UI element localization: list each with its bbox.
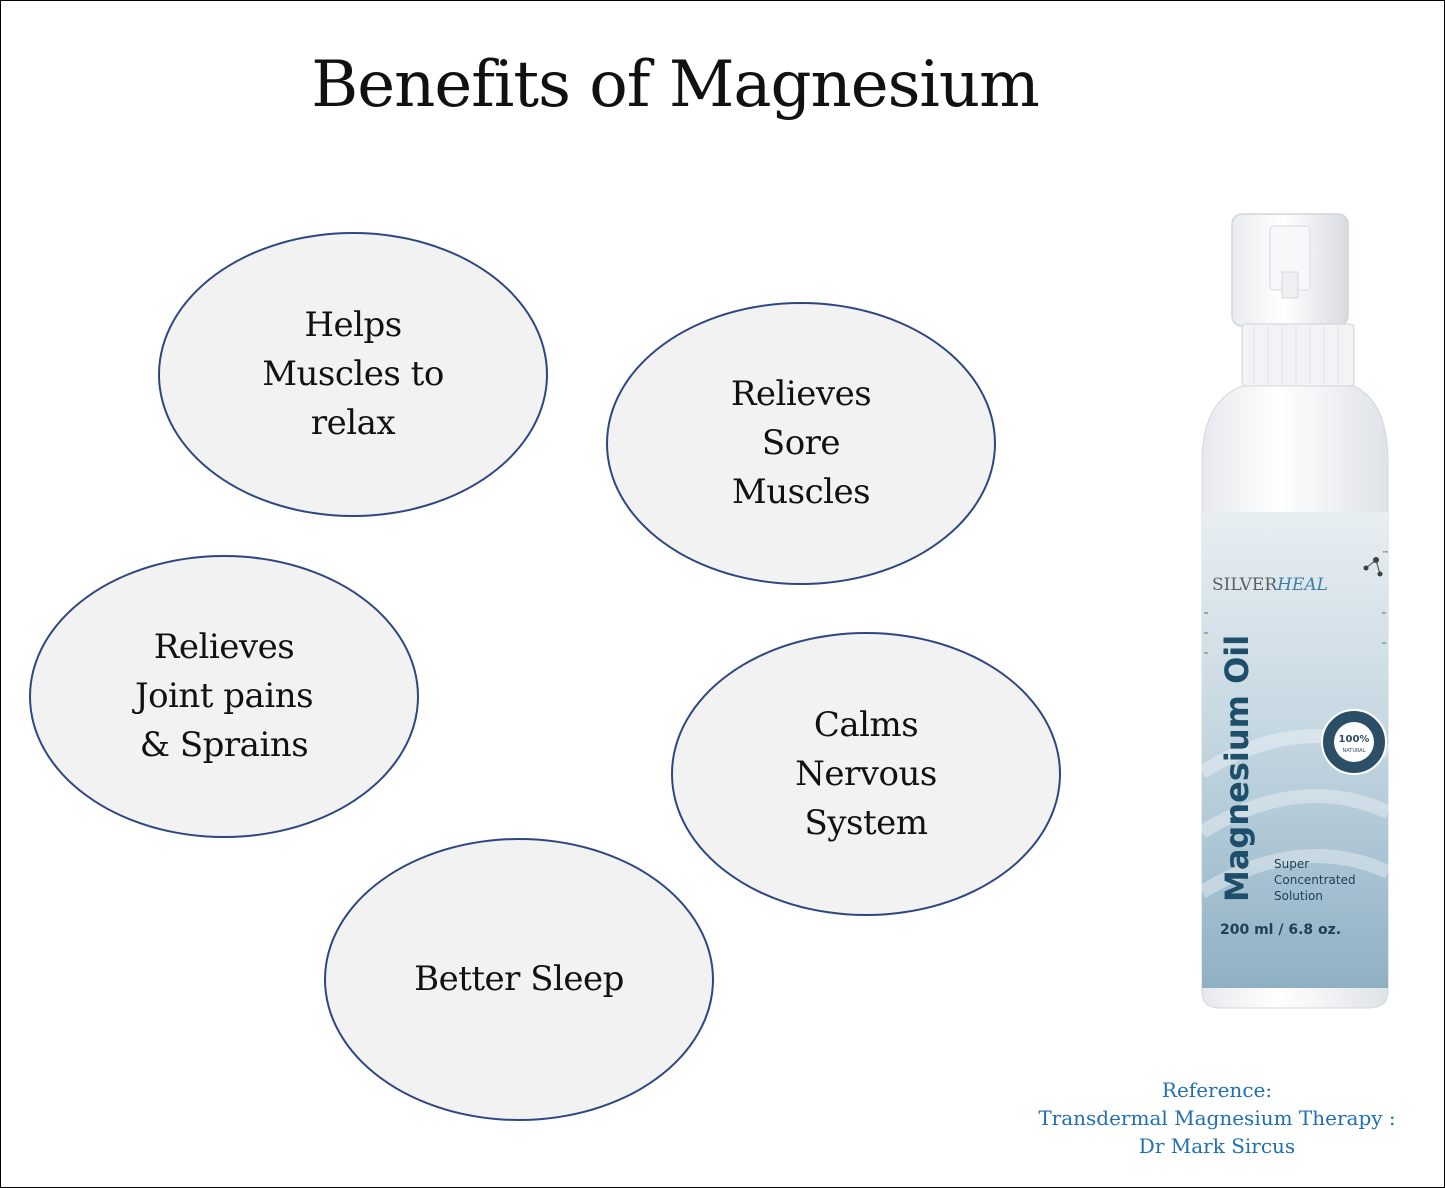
benefit-text: Helps Muscles to relax [262,305,444,443]
benefit-bubble-muscles-relax: Helps Muscles to relax [158,232,548,517]
trademark-text: ™ [1382,550,1389,558]
reference-label: Reference: [1161,1078,1273,1102]
benefit-bubble-nervous-system: Calms Nervous System [671,632,1061,916]
benefit-bubble-joint-pains: Relieves Joint pains & Sprains [29,555,419,838]
reference-author: Dr Mark Sircus [1138,1134,1296,1158]
benefit-text: Better Sleep [414,959,624,999]
benefit-bubble-better-sleep: Better Sleep [324,838,714,1121]
tagline-text: Super Concentrated Solution [1274,857,1359,903]
magnesium-oil-bottle-image: SILVERHEAL ™ Magnesium Oil 100% NATURAL … [1198,213,1391,1009]
page-title: Benefits of Magnesium [311,48,1040,122]
brand-text: SILVERHEAL [1212,575,1328,595]
svg-text:100%: 100% [1339,734,1370,745]
reference-block: Reference: Transdermal Magnesium Therapy… [1010,1076,1424,1160]
svg-text:NATURAL: NATURAL [1343,748,1366,754]
product-name-text: Magnesium Oil [1218,635,1256,902]
reference-source: Transdermal Magnesium Therapy : [1038,1106,1396,1130]
volume-text: 200 ml / 6.8 oz. [1220,922,1341,938]
benefit-text: Relieves Joint pains & Sprains [134,627,314,765]
benefit-bubble-sore-muscles: Relieves Sore Muscles [606,302,996,585]
molecule-logo-icon [1363,557,1383,577]
benefit-text: Relieves Sore Muscles [730,374,872,512]
natural-seal-badge: 100% NATURAL [1321,709,1387,775]
benefit-text: Calms Nervous System [795,704,937,843]
